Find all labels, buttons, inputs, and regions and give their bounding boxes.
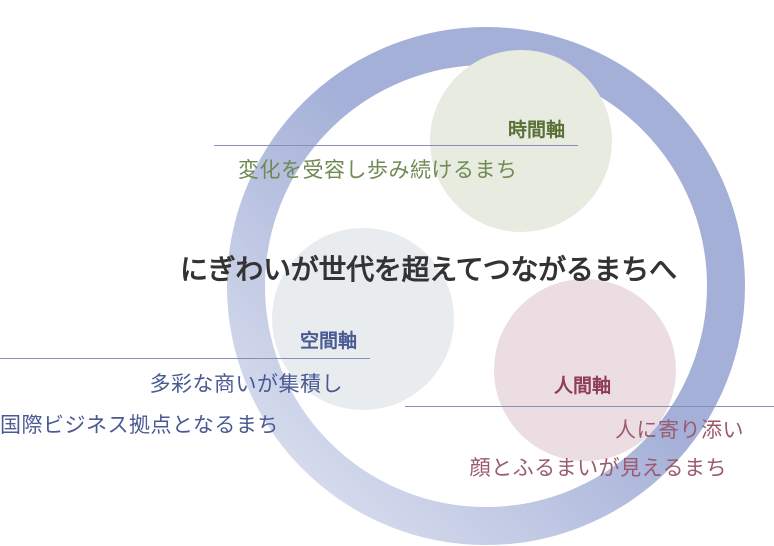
time-axis-rule <box>214 145 578 146</box>
space-axis-label: 空間軸 <box>300 330 358 352</box>
human-axis-circle <box>494 279 676 461</box>
space-axis-description-line-1: 多彩な商いが集積し <box>149 372 343 396</box>
time-axis-circle <box>430 50 612 232</box>
human-axis-description-line-1: 人に寄り添い <box>615 418 744 442</box>
human-axis-label: 人間軸 <box>554 375 612 397</box>
human-axis-description-line-2: 顔とふるまいが見えるまち <box>469 456 727 480</box>
outer-ring <box>227 27 745 545</box>
time-axis-description: 変化を受容し歩み続けるまち <box>238 158 518 182</box>
space-axis-description-line-2: 国際ビジネス拠点となるまち <box>0 413 279 437</box>
time-axis-label: 時間軸 <box>508 119 566 141</box>
center-theme: にぎわいが世代を超えてつながるまちへ <box>180 253 677 286</box>
space-axis-circle <box>272 228 454 410</box>
space-axis-rule <box>0 358 370 359</box>
human-axis-rule <box>405 406 774 407</box>
